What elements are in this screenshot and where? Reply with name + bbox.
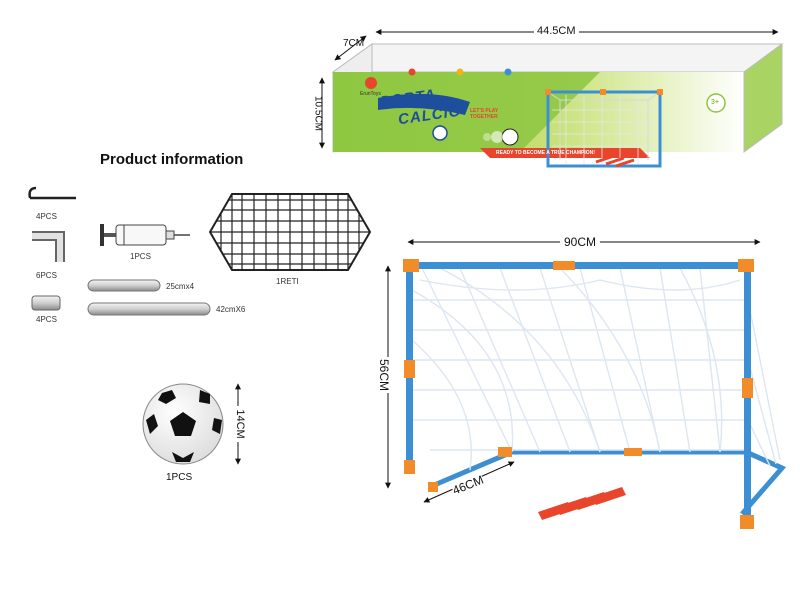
box-ball-trail-icon xyxy=(491,131,503,143)
box-brand-label: ErunToys xyxy=(360,91,381,97)
box-ball-trail-icon xyxy=(483,133,491,141)
box-height-label: 10.5CM xyxy=(312,95,324,131)
feature-icon-2 xyxy=(456,68,464,76)
box-top-face xyxy=(331,43,784,73)
long-tube-qty-label: 42cmX6 xyxy=(216,305,246,314)
ground-pegs xyxy=(538,487,626,520)
feature-icon-3 xyxy=(504,68,512,76)
pump-qty-label: 1PCS xyxy=(130,252,151,261)
box-depth-label: 7CM xyxy=(343,38,365,49)
box-depth-dimension xyxy=(334,35,367,61)
long-tube-part-icon xyxy=(87,302,211,316)
box-slogan: READY TO BECOME A TRUE CHAMPION! xyxy=(496,150,595,156)
short-tube-qty-label: 25cmx4 xyxy=(166,282,195,291)
connector-part-icon xyxy=(31,295,61,311)
elbow-part-icon xyxy=(32,231,65,262)
box-slogan-banner xyxy=(480,148,650,158)
elbow-qty-label: 6PCS xyxy=(36,271,57,280)
box-green-panel xyxy=(333,72,600,152)
box-badge-icon xyxy=(432,125,448,141)
title-swoosh-icon xyxy=(378,93,470,115)
net-part-icon xyxy=(208,193,372,271)
connector-qty-label: 4PCS xyxy=(36,315,57,324)
ball-diameter-label: 14CM xyxy=(234,406,246,442)
soccer-ball-image xyxy=(142,383,224,465)
goal-net xyxy=(411,267,781,471)
brand-logo-icon xyxy=(365,77,377,89)
goal-width-label: 90CM xyxy=(560,235,601,249)
age-badge-icon xyxy=(706,93,726,113)
box-tagline-line1: LET'S PLAY xyxy=(470,108,499,114)
feature-icon-1 xyxy=(408,68,416,76)
ball-qty-label: 1PCS xyxy=(166,472,193,483)
short-tube-part-icon xyxy=(87,279,161,292)
net-qty-label: 1RETI xyxy=(276,277,299,286)
hook-qty-label: 4PCS xyxy=(36,212,57,221)
box-age-label: 3+ xyxy=(711,99,719,106)
pump-part-icon xyxy=(100,224,190,246)
hook-part-icon xyxy=(28,186,37,199)
box-tagline-line2: TOGETHER xyxy=(470,114,498,120)
product-box xyxy=(331,43,784,168)
page-title: Product information xyxy=(100,151,244,168)
box-length-label: 44.5CM xyxy=(534,25,579,37)
goal-height-label: 56CM xyxy=(377,356,392,394)
box-goal-image xyxy=(545,89,663,168)
box-ball-icon xyxy=(501,128,519,146)
box-right-face xyxy=(743,43,783,153)
